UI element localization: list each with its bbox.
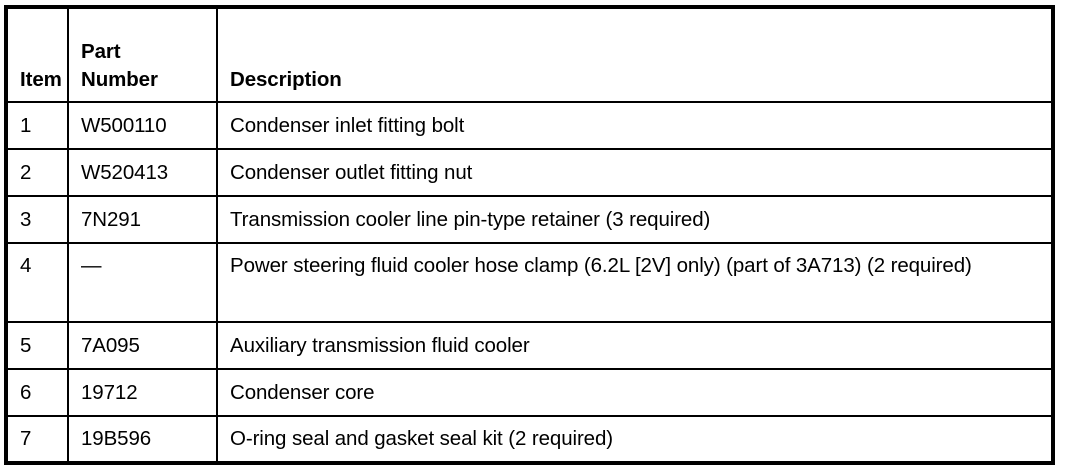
table-body: 1 W500110 Condenser inlet fitting bolt 2… xyxy=(5,101,1054,464)
cell-part-number: 19712 xyxy=(67,368,218,417)
column-header-part-number-line1: Part xyxy=(81,39,121,63)
table-row: 2 W520413 Condenser outlet fitting nut xyxy=(5,148,1054,197)
table-row: 5 7A095 Auxiliary transmission fluid coo… xyxy=(5,321,1054,370)
parts-table: Item Part Number Description 1 W500110 C… xyxy=(4,5,1055,465)
cell-item: 5 xyxy=(5,321,69,370)
table-row: 4 — Power steering fluid cooler hose cla… xyxy=(5,242,1054,323)
column-header-part-number-line2: Number xyxy=(81,67,158,91)
cell-item: 4 xyxy=(5,242,69,323)
cell-description: Condenser core xyxy=(216,368,1054,417)
cell-part-number: W520413 xyxy=(67,148,218,197)
cell-item: 1 xyxy=(5,101,69,150)
column-header-item: Item xyxy=(5,6,69,103)
cell-part-number: W500110 xyxy=(67,101,218,150)
cell-description: Auxiliary transmission fluid cooler xyxy=(216,321,1054,370)
cell-description: Condenser inlet fitting bolt xyxy=(216,101,1054,150)
cell-part-number: — xyxy=(67,242,218,323)
table-row: 1 W500110 Condenser inlet fitting bolt xyxy=(5,101,1054,150)
cell-description: Condenser outlet fitting nut xyxy=(216,148,1054,197)
column-header-description: Description xyxy=(216,6,1054,103)
cell-part-number: 7N291 xyxy=(67,195,218,244)
cell-item: 3 xyxy=(5,195,69,244)
cell-part-number: 7A095 xyxy=(67,321,218,370)
cell-description: Power steering fluid cooler hose clamp (… xyxy=(216,242,1054,323)
column-header-part-number: Part Number xyxy=(67,6,218,103)
table-row: 3 7N291 Transmission cooler line pin-typ… xyxy=(5,195,1054,244)
cell-description: Transmission cooler line pin-type retain… xyxy=(216,195,1054,244)
cell-item: 6 xyxy=(5,368,69,417)
table-row: 6 19712 Condenser core xyxy=(5,368,1054,417)
table-header-row: Item Part Number Description xyxy=(5,6,1054,103)
table-header: Item Part Number Description xyxy=(5,6,1054,103)
cell-item: 2 xyxy=(5,148,69,197)
